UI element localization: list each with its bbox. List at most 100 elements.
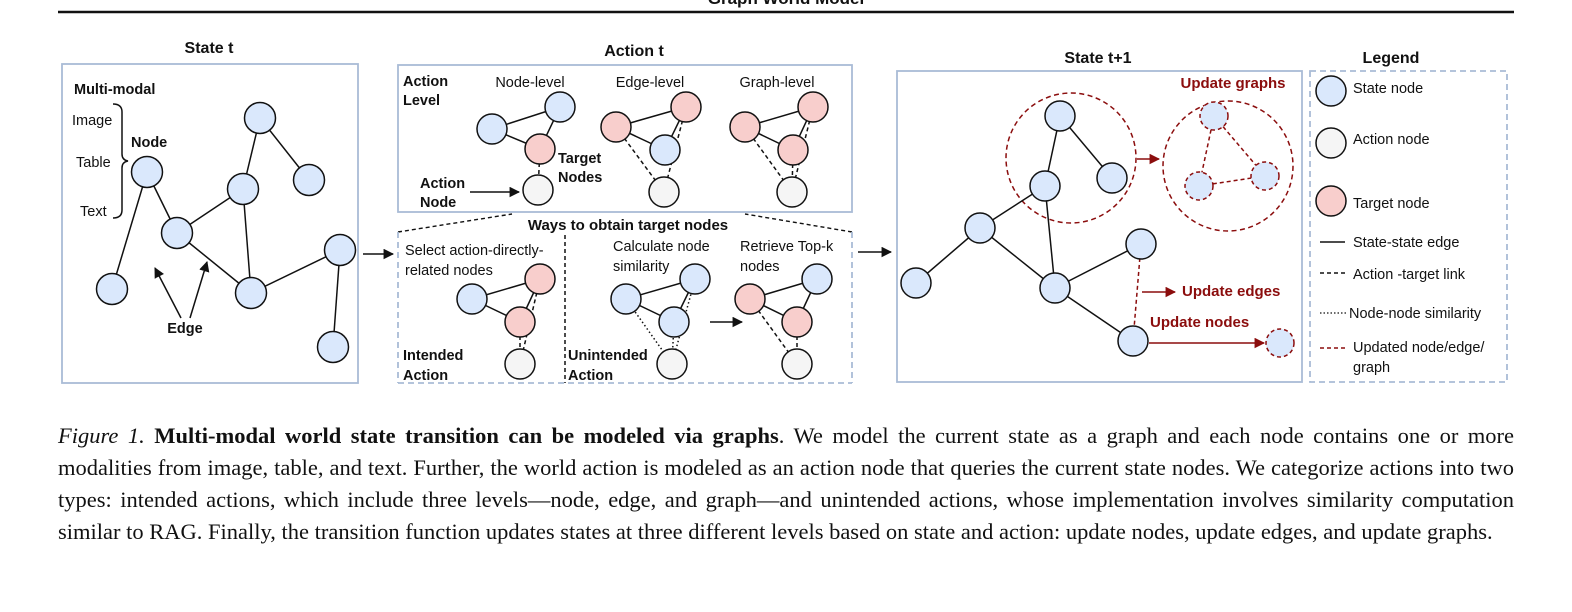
legend-panel: State node Action node Target node State… <box>1309 70 1508 383</box>
caption-body: . We model the current state as a graph … <box>58 423 1515 544</box>
updated-node <box>1250 161 1280 191</box>
legend-state-node-swatch <box>1315 75 1347 107</box>
retrieve-label-2: nodes <box>740 259 780 275</box>
target-nodes-label-2: Nodes <box>558 170 602 186</box>
action-node <box>504 348 536 380</box>
legend-target-node: Target node <box>1353 196 1430 212</box>
legend-box <box>1309 70 1508 383</box>
state-node <box>801 263 833 295</box>
legend-action-node-swatch <box>1315 127 1347 159</box>
state-t-edges <box>111 117 341 348</box>
state-t-panel: Multi-modal Image Table Text Node <box>61 63 359 384</box>
update-edges-label: Update edges <box>1182 283 1280 300</box>
state-node <box>900 267 932 299</box>
update-graph-circle-result <box>1162 100 1294 232</box>
state-node <box>679 263 711 295</box>
intended-label-2: Action <box>403 368 448 384</box>
retrieve-label-1: Retrieve Top-k <box>740 239 834 255</box>
calc-label-2: similarity <box>613 259 670 275</box>
state-node <box>1117 325 1149 357</box>
state-node <box>226 172 260 206</box>
state-node <box>323 233 357 267</box>
target-node <box>797 91 829 123</box>
state-node <box>456 283 488 315</box>
state-node <box>649 134 681 166</box>
action-node-label-1: Action <box>420 176 465 192</box>
state-node <box>1125 228 1157 260</box>
state-node <box>1044 100 1076 132</box>
updated-node <box>1265 328 1295 358</box>
action-level-panel: Action Level Node-level Edge-level Graph… <box>397 64 853 213</box>
legend-action-link: Action -target link <box>1353 267 1466 283</box>
action-node <box>656 348 688 380</box>
state-node <box>95 272 129 306</box>
modality-image: Image <box>72 113 112 129</box>
state-t1-title: State t+1 <box>1064 50 1131 67</box>
legend-similarity: Node-node similarity <box>1349 306 1482 322</box>
caption-figure-label: Figure 1. <box>58 423 145 448</box>
target-node <box>729 111 761 143</box>
action-level-box <box>397 64 853 213</box>
target-node <box>504 306 536 338</box>
ways-panel: Ways to obtain target nodes Select actio… <box>397 213 853 384</box>
caption-title: Multi-modal world state transition can b… <box>154 423 779 448</box>
state-node <box>610 283 642 315</box>
modality-text: Text <box>80 204 107 220</box>
state-node <box>658 306 690 338</box>
state-node <box>1096 162 1128 194</box>
state-node <box>130 155 164 189</box>
legend-updated-1: Updated node/edge/ <box>1353 340 1485 356</box>
legend-action-node: Action node <box>1353 132 1430 148</box>
multimodal-label: Multi-modal <box>74 82 155 98</box>
action-level-label-2: Level <box>403 93 440 109</box>
target-node <box>777 134 809 166</box>
updated-edge <box>1132 243 1142 342</box>
target-node <box>524 263 556 295</box>
state-node <box>243 101 277 135</box>
target-node <box>600 111 632 143</box>
target-node <box>734 283 766 315</box>
legend-target-node-swatch <box>1315 185 1347 217</box>
figure-caption: Figure 1. Multi-modal world state transi… <box>58 420 1514 548</box>
action-node <box>781 348 813 380</box>
state-node <box>234 276 268 310</box>
modality-brace <box>112 103 129 219</box>
edge-arrow-right <box>189 260 210 319</box>
legend-updated-2: graph <box>1353 360 1390 376</box>
ways-title: Ways to obtain target nodes <box>528 217 728 234</box>
select-label-2: related nodes <box>405 263 493 279</box>
action-node-label-2: Node <box>420 195 456 211</box>
action-node <box>776 176 808 208</box>
unintended-label-1: Unintended <box>568 348 648 364</box>
state-node <box>316 330 350 364</box>
edge-label: Edge <box>167 321 202 337</box>
modality-table: Table <box>76 155 111 171</box>
state-node <box>1029 170 1061 202</box>
legend-title: Legend <box>1363 50 1420 67</box>
state-t-nodes <box>95 101 357 364</box>
node-label: Node <box>131 135 167 151</box>
target-node <box>524 133 556 165</box>
state-t-title: State t <box>185 40 235 57</box>
state-t1-box <box>896 70 1303 383</box>
update-graphs-label: Update graphs <box>1180 75 1285 92</box>
state-node <box>292 163 326 197</box>
state-node <box>544 91 576 123</box>
header-title: Graph World Model <box>708 0 864 8</box>
edge-arrow-left <box>154 267 182 319</box>
graph-world-model-figure: Graph World Model State t Action t State… <box>58 0 1514 384</box>
update-graph-circle-source <box>1005 92 1137 224</box>
unintended-label-2: Action <box>568 368 613 384</box>
action-t-title: Action t <box>604 43 664 60</box>
state-t-box <box>61 63 359 384</box>
state-node <box>476 113 508 145</box>
state-node <box>964 212 996 244</box>
graph-level-label: Graph-level <box>740 75 815 91</box>
updated-node <box>1184 171 1214 201</box>
update-nodes-label: Update nodes <box>1150 314 1249 331</box>
state-node <box>160 216 194 250</box>
action-node <box>648 176 680 208</box>
select-label-1: Select action-directly- <box>405 243 544 259</box>
action-level-label-1: Action <box>403 74 448 90</box>
calc-label-1: Calculate node <box>613 239 710 255</box>
